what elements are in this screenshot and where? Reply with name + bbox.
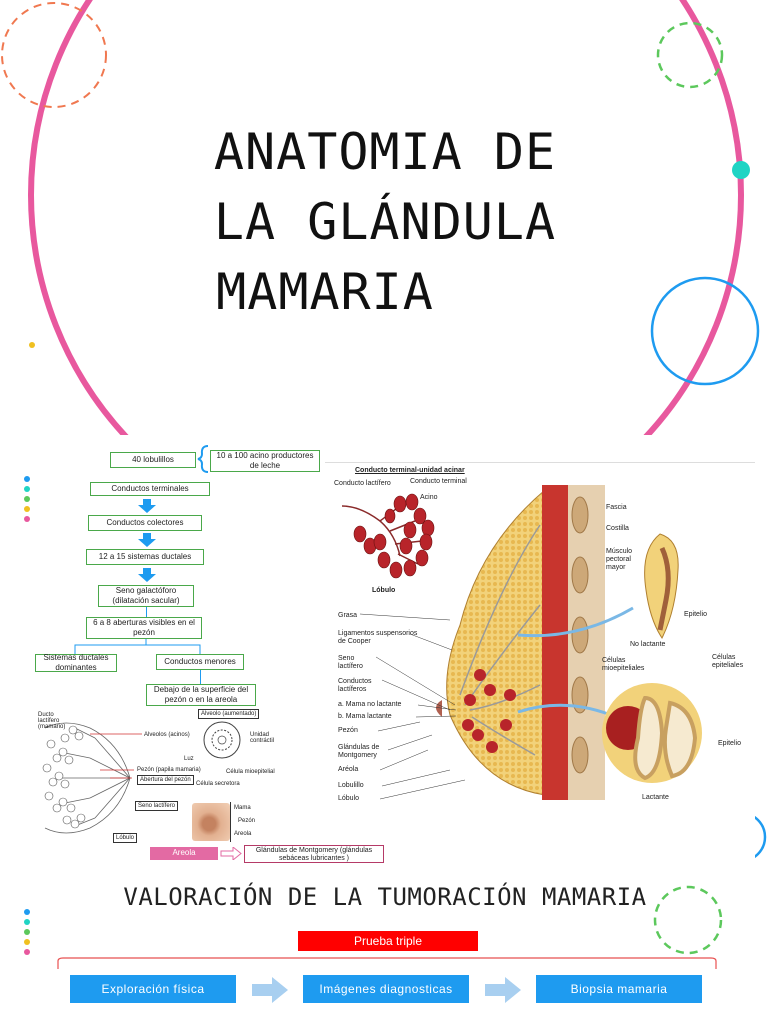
label-celulas-epi: Células epiteliales — [712, 654, 744, 669]
label-alveolos: Alveolos (acinos) — [144, 732, 190, 738]
bracket-line — [57, 957, 717, 969]
label-celula-mio: Célula mioepitelial — [226, 769, 275, 775]
page-title-line-3: MAMARIA — [216, 263, 434, 321]
label-ligamentos: Ligamentos suspensorios de Cooper — [338, 630, 418, 645]
blue-circle-right — [650, 276, 760, 386]
label-lobulo-right: Lóbulo — [338, 795, 360, 802]
flow-branch-left: Sistemas ductales dominantes — [35, 653, 117, 672]
step-imagenes-button[interactable]: Imágenes diagnosticas — [303, 975, 469, 1003]
yellow-dot — [29, 342, 35, 348]
anatomy-heading: Conducto terminal-unidad acinar — [355, 467, 465, 474]
colored-dots-left-bottom — [24, 909, 30, 955]
label-lactante: Lactante — [642, 794, 669, 801]
label-epitelio-1: Epitelio — [684, 611, 707, 618]
label-pezon-right: Pezón — [338, 727, 358, 734]
step-exploracion-button[interactable]: Exploración física — [70, 975, 236, 1003]
label-acino: Acino — [420, 494, 438, 501]
step-biopsia-button[interactable]: Biopsia mamaria — [536, 975, 702, 1003]
teal-dot — [732, 161, 750, 179]
label-celula-sec: Célula secretora — [196, 781, 240, 787]
label-unidad: Unidad contráctil — [250, 732, 275, 744]
label-lobulo-left: Lóbulo — [113, 833, 138, 843]
photo-label-box — [230, 802, 265, 842]
label-seno-lactifero: Seno lactífero — [338, 655, 363, 670]
flow-step-3: 12 a 15 sistemas ductales — [86, 549, 204, 565]
lactating-alveolus — [602, 683, 702, 783]
down-arrow-icon — [138, 533, 156, 547]
right-arrow-icon — [220, 847, 242, 860]
leader-lines — [90, 733, 142, 779]
label-celulas-mio: Células mioepiteliales — [602, 657, 645, 672]
flow-step-4: Seno galactóforo (dilatación sacular) — [98, 585, 194, 607]
acinar-unit-illustration — [341, 493, 435, 579]
label-conductos-lactiferos: Conductos lactíferos — [338, 678, 372, 693]
label-montgomery: Glándulas de Montgomery — [338, 744, 380, 759]
colored-dots-left-top — [24, 476, 30, 522]
connector-line — [146, 607, 147, 617]
label-pezon: Pezón (papila mamaria) — [137, 767, 201, 773]
green-dashed-circle-top — [656, 21, 724, 89]
flow-step-5: 6 a 8 aberturas visibles en el pezón — [86, 617, 202, 639]
orange-dashed-circle — [1, 2, 107, 108]
down-arrow-icon — [138, 568, 156, 582]
label-conducto-terminal: Conducto terminal — [410, 478, 467, 485]
flow-step-2: Conductos colectores — [88, 515, 202, 531]
page-title-line-1: ANATOMIA DE — [213, 123, 557, 181]
branch-connector — [74, 639, 201, 655]
flow-step-1: Conductos terminales — [90, 482, 210, 496]
label-alveolo-aumentado: Alveolo (aumentado) — [198, 709, 260, 719]
label-ducto: Ducto lactífero (mamario) — [38, 712, 66, 730]
label-no-lactante: No lactante — [630, 641, 666, 648]
alveolus-sketch — [203, 721, 241, 759]
label-lobulillo: Lobulillo — [338, 782, 364, 789]
label-grasa: Grasa — [338, 612, 358, 619]
label-luz: Luz — [184, 756, 194, 762]
breast-cross-section — [436, 485, 605, 800]
connector-line — [200, 670, 201, 684]
nipple-photo — [192, 803, 230, 841]
photo-label-pezon: Pezón — [238, 818, 256, 824]
label-fascia: Fascia — [606, 504, 627, 511]
label-musculo: Músculo pectoral mayor — [606, 548, 633, 571]
flow-lobulillos: 40 lobulillos — [110, 452, 196, 468]
breast-duct-sketch — [42, 722, 131, 834]
label-epitelio-2: Epitelio — [718, 740, 741, 747]
label-areola-right: Aréola — [338, 766, 359, 773]
flow-branch-right: Conductos menores — [156, 654, 244, 670]
page-title-line-2: LA GLÁNDULA — [213, 193, 557, 251]
label-abertura: Abertura del pezón — [137, 775, 194, 785]
photo-label-areola: Areola — [234, 831, 252, 837]
photo-label-mama: Mama — [234, 805, 251, 811]
label-mama-no-lactante: a. Mama no lactante — [338, 701, 402, 708]
triple-test-box: Prueba triple — [298, 931, 478, 951]
montgomery-box: Glándulas de Montgomery (glándulas sebác… — [244, 845, 384, 863]
right-arrow-icon — [252, 977, 288, 1003]
non-lactating-alveolus — [644, 533, 679, 639]
brace-icon — [197, 445, 209, 473]
areola-box: Areola — [150, 847, 218, 860]
figure-divider — [325, 462, 755, 463]
green-dashed-circle-bottom — [653, 885, 723, 955]
flow-below: Debajo de la superficie del pezón o en l… — [146, 684, 256, 706]
label-lobulo-top: Lóbulo — [372, 587, 396, 594]
flow-acinos: 10 a 100 acino productores de leche — [210, 450, 320, 472]
label-conducto-lactifero: Conducto lactífero — [334, 480, 391, 487]
down-arrow-icon — [138, 499, 156, 513]
right-arrow-icon — [485, 977, 521, 1003]
label-mama-lactante: b. Mama lactante — [338, 713, 392, 720]
section-subtitle: VALORACIÓN DE LA TUMORACIÓN MAMARIA — [123, 883, 647, 911]
label-costilla: Costilla — [606, 525, 629, 532]
label-seno: Seno lactífero — [135, 801, 179, 811]
left-leader-lines — [360, 613, 466, 800]
